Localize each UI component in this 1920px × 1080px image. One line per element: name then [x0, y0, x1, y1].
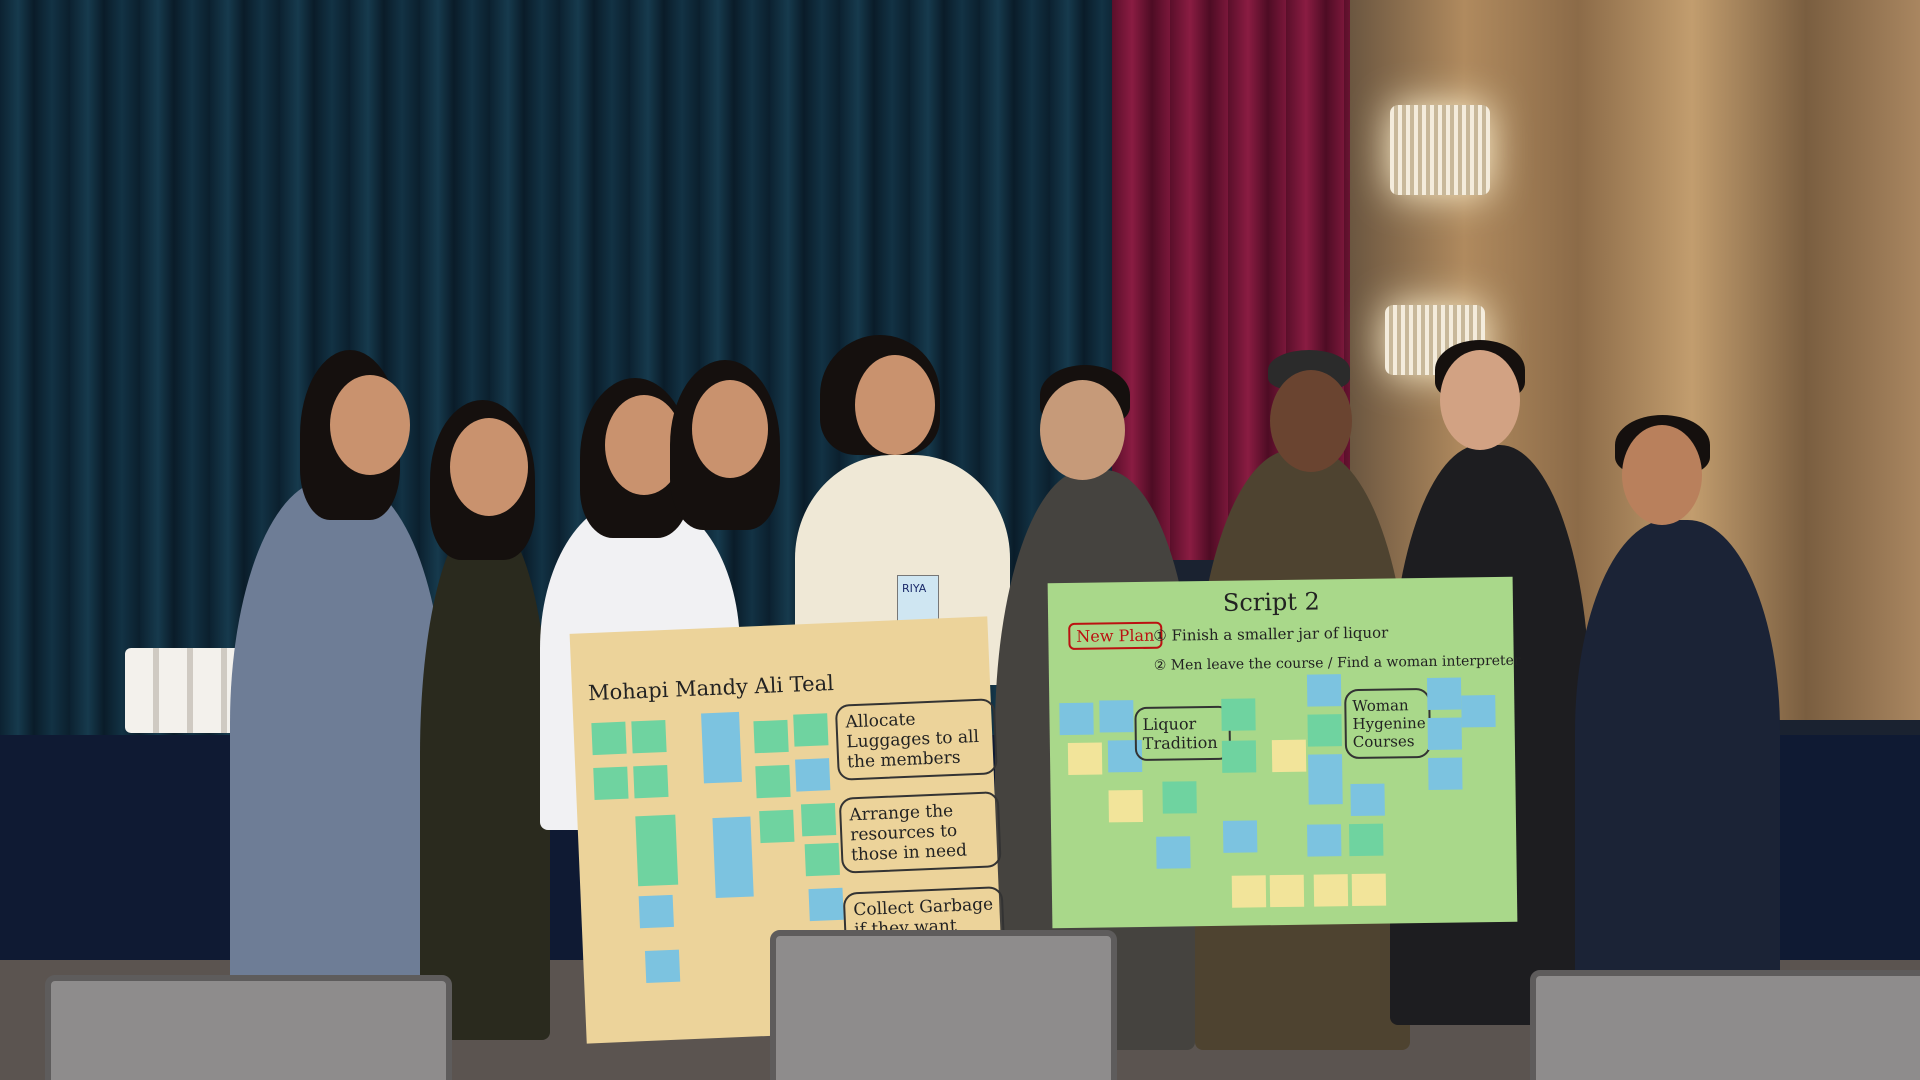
sticky-note	[701, 711, 742, 784]
sticky-note	[1162, 781, 1197, 814]
sticky-note	[1231, 875, 1267, 908]
person-1-head	[330, 375, 410, 475]
sticky-note	[1461, 695, 1496, 728]
sticky-note	[1156, 836, 1191, 869]
sticky-note	[593, 766, 629, 801]
person-1	[230, 480, 445, 1020]
sticky-note	[753, 719, 789, 754]
sticky-note	[1350, 783, 1385, 817]
plan-line-1: ① Finish a smaller jar of liquor	[1153, 623, 1389, 645]
sticky-note	[1307, 824, 1342, 857]
step-2: Arrange the resources to those in need	[838, 791, 1002, 874]
chair	[45, 975, 452, 1080]
person-9	[1575, 520, 1780, 990]
new-plan-tag: New Plan	[1068, 621, 1163, 650]
sticky-note	[808, 887, 844, 922]
sticky-note	[1428, 757, 1463, 790]
sticky-note	[1426, 677, 1462, 710]
person-2-head	[450, 418, 528, 516]
sticky-note	[635, 814, 679, 887]
sticky-note	[644, 949, 681, 984]
sticky-note	[800, 802, 837, 837]
sticky-note	[1306, 674, 1342, 707]
sticky-note	[1271, 739, 1307, 773]
green-poster-title: Script 2	[1222, 587, 1321, 617]
sticky-note	[1349, 823, 1384, 857]
sticky-note	[633, 764, 669, 799]
sticky-note	[1221, 698, 1256, 731]
sticky-note	[759, 809, 795, 844]
chair	[770, 930, 1117, 1080]
person-5-head	[855, 355, 935, 455]
name-badge-text: RIYA	[902, 582, 927, 595]
person-6-head	[1040, 380, 1125, 480]
sticky-note	[1222, 820, 1258, 853]
sticky-note	[712, 816, 754, 899]
box-liquor-tradition: Liquor Tradition	[1134, 705, 1232, 762]
sticky-note	[793, 713, 829, 747]
sticky-note	[795, 758, 831, 792]
box-woman-courses: Woman Hygenine Courses	[1344, 687, 1432, 760]
chandelier-upper	[1390, 105, 1490, 195]
sticky-note	[1313, 874, 1349, 907]
sticky-note	[1269, 874, 1305, 908]
sticky-note	[1099, 700, 1134, 733]
person-9-head	[1622, 425, 1702, 525]
sticky-note	[1307, 714, 1342, 747]
sticky-note	[804, 842, 840, 877]
person-7-head	[1270, 370, 1352, 472]
person-4-head	[692, 380, 768, 478]
sticky-note	[1427, 717, 1462, 750]
yellow-poster-names: Mohapi Mandy Ali Teal	[587, 670, 835, 706]
person-2	[420, 520, 550, 1040]
sticky-note	[631, 720, 667, 754]
sticky-note	[1221, 740, 1257, 773]
sticky-note	[1059, 702, 1094, 736]
plan-line-2: ② Men leave the course / Find a woman in…	[1153, 652, 1521, 674]
sticky-note	[1067, 742, 1103, 775]
person-8-head	[1440, 350, 1520, 450]
sticky-note	[638, 894, 674, 929]
sticky-note	[1308, 754, 1343, 805]
step-1: Allocate Luggages to all the members	[834, 698, 998, 781]
sticky-note	[1108, 789, 1143, 823]
sticky-note	[1351, 873, 1387, 907]
sticky-note	[591, 721, 627, 756]
green-poster: Script 2 New Plan ① Finish a smaller jar…	[1047, 576, 1521, 929]
sticky-note	[755, 764, 791, 799]
chair	[1530, 970, 1920, 1080]
